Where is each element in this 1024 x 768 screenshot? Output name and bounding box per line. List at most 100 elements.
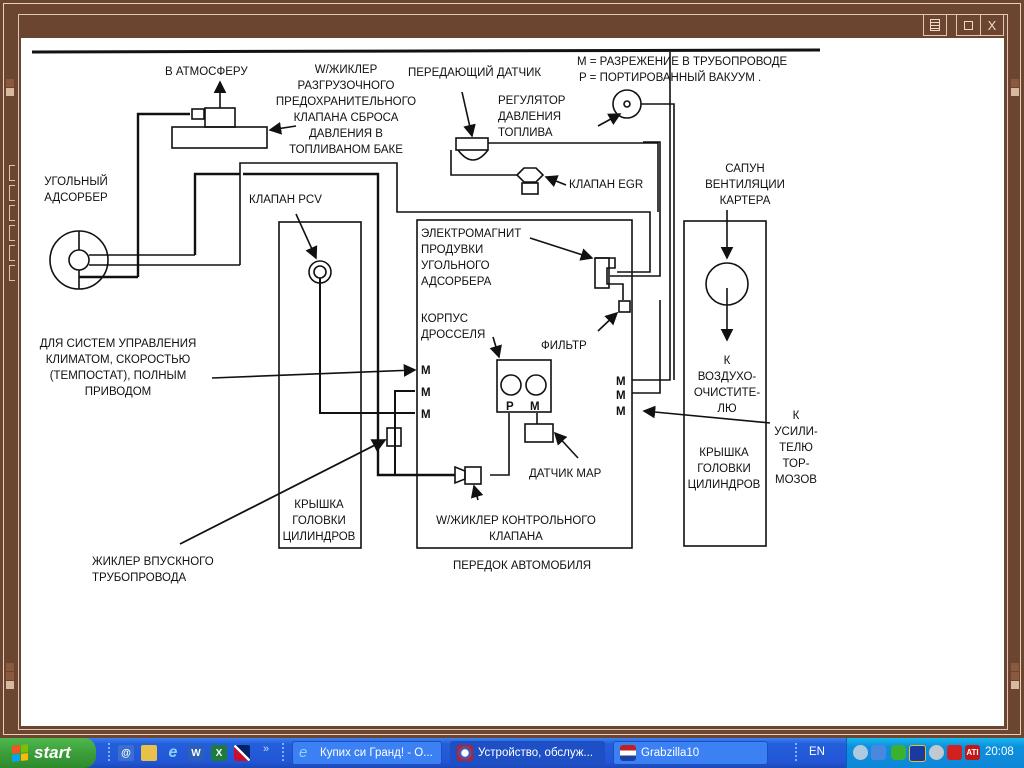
svg-text:ОЧИСТИТЕ-: ОЧИСТИТЕ- — [694, 387, 761, 399]
svg-text:W/ЖИКЛЕР КОНТРОЛЬНОГО: W/ЖИКЛЕР КОНТРОЛЬНОГО — [436, 515, 596, 527]
nvidia-icon[interactable] — [891, 745, 906, 760]
svg-text:САПУН: САПУН — [725, 163, 764, 175]
word-icon[interactable]: W — [188, 745, 204, 761]
security-icon[interactable] — [947, 745, 962, 760]
side-nav-button[interactable] — [9, 245, 15, 261]
throttle-body-label: КОРПУС ДРОССЕЛЯ — [421, 313, 485, 341]
toolbar-grip[interactable] — [108, 743, 110, 763]
side-marker — [6, 681, 14, 689]
svg-text:ЦИЛИНДРОВ: ЦИЛИНДРОВ — [688, 479, 761, 491]
side-nav-button[interactable] — [9, 225, 15, 241]
engine-front-box — [416, 219, 633, 549]
svg-text:ДРОССЕЛЯ: ДРОССЕЛЯ — [421, 329, 485, 341]
svg-text:ГОЛОВКИ: ГОЛОВКИ — [697, 463, 751, 475]
excel-icon[interactable]: X — [211, 745, 227, 761]
restore-icon — [964, 20, 973, 30]
network-x-icon[interactable] — [853, 745, 868, 760]
sender-icon — [455, 137, 489, 151]
display-icon[interactable] — [909, 745, 926, 762]
start-label: start — [34, 743, 71, 762]
start-button[interactable]: start — [0, 738, 96, 768]
toolbar-grip[interactable] — [795, 743, 797, 763]
restore-button[interactable] — [956, 14, 981, 36]
svg-text:КРЫШКА: КРЫШКА — [699, 447, 749, 459]
to-brake-booster-label: К УСИЛИ- ТЕЛЮ ТОР- МОЗОВ — [774, 410, 818, 486]
svg-text:ПРИВОДОМ: ПРИВОДОМ — [85, 386, 152, 398]
close-icon: X — [987, 17, 997, 33]
svg-text:ТРУБОПРОВОДА: ТРУБОПРОВОДА — [92, 572, 187, 584]
sync-icon[interactable] — [929, 745, 944, 760]
side-marker — [1011, 663, 1019, 671]
outlook-express-icon[interactable]: @ — [118, 745, 134, 761]
svg-text:КЛАПАНА: КЛАПАНА — [489, 531, 543, 543]
filter-label: ФИЛЬТР — [541, 340, 587, 352]
print-icon — [930, 19, 940, 31]
internet-explorer-icon[interactable]: e — [168, 744, 178, 761]
side-marker — [1011, 681, 1019, 689]
svg-text:РЕГУЛЯТОР: РЕГУЛЯТОР — [498, 95, 566, 107]
print-button[interactable] — [923, 14, 947, 36]
toolbar-grip[interactable] — [282, 743, 284, 763]
svg-text:ТОПЛИВА: ТОПЛИВА — [498, 127, 553, 139]
side-nav-button[interactable] — [9, 265, 15, 281]
side-nav-button[interactable] — [9, 185, 15, 201]
map-sensor-label: ДАТЧИК МАР — [529, 468, 602, 480]
side-marker — [1011, 88, 1019, 96]
side-marker — [6, 663, 14, 671]
filter-icon — [618, 300, 631, 313]
side-marker — [6, 88, 14, 96]
close-button[interactable]: X — [980, 14, 1004, 36]
check-valve-icon — [454, 465, 466, 485]
ati-icon[interactable]: ATI — [965, 745, 980, 760]
vehicle-front-label: ПЕРЕДОК АВТОМОБИЛЯ — [453, 560, 591, 572]
svg-text:M: M — [616, 390, 626, 402]
svg-text:ТОПЛИВАНОМ БАКЕ: ТОПЛИВАНОМ БАКЕ — [289, 144, 403, 156]
quick-launch-chevron[interactable]: » — [263, 743, 270, 755]
svg-text:К: К — [793, 410, 800, 422]
taskbar: start @ e W X » e Купих си Гранд! - О...… — [0, 738, 1024, 768]
right-cylinder-head-box — [683, 220, 767, 547]
svg-text:АДСОРБЕР: АДСОРБЕР — [44, 192, 108, 204]
task-button-grabzilla[interactable]: Grabzilla10 — [613, 741, 768, 765]
viewer-window: X — [3, 3, 1021, 735]
side-nav-button[interactable] — [9, 165, 15, 181]
svg-text:КЛИМАТОМ, СКОРОСТЬЮ: КЛИМАТОМ, СКОРОСТЬЮ — [46, 354, 191, 366]
intake-jet-label: ЖИКЛЕР ВПУСКНОГО ТРУБОПРОВОДА — [92, 556, 214, 584]
pcv-valve-label: КЛАПАН PCV — [249, 194, 322, 206]
svg-text:(ТЕМПОСТАТ), ПОЛНЫМ: (ТЕМПОСТАТ), ПОЛНЫМ — [50, 370, 187, 382]
side-marker — [1011, 79, 1019, 87]
language-uk-icon[interactable] — [234, 745, 250, 761]
egr-valve-icon — [515, 167, 545, 183]
relief-jet-label: W/ЖИКЛЕР РАЗГРУЗОЧНОГО ПРЕДОХРАНИТЕЛЬНОГ… — [276, 64, 416, 156]
legend-p: P = ПОРТИРОВАННЫЙ ВАКУУМ . — [579, 71, 761, 84]
svg-text:ЛЮ: ЛЮ — [717, 403, 737, 415]
clock[interactable]: 20:08 — [985, 746, 1014, 758]
svg-text:M: M — [421, 409, 431, 421]
svg-text:ТОР-: ТОР- — [783, 458, 810, 470]
network-computers-icon[interactable] — [871, 745, 886, 760]
fuel-regulator-label: РЕГУЛЯТОР ДАВЛЕНИЯ ТОПЛИВА — [498, 95, 566, 139]
relief-valve-body — [171, 126, 268, 149]
left-cylinder-head-box — [278, 221, 362, 549]
svg-text:УСИЛИ-: УСИЛИ- — [774, 426, 818, 438]
task-button-viewer[interactable]: Устройство, обслуж... — [450, 741, 605, 765]
left-cylinder-head-label: КРЫШКА ГОЛОВКИ ЦИЛИНДРОВ — [283, 499, 356, 543]
svg-text:РАЗГРУЗОЧНОГО: РАЗГРУЗОЧНОГО — [297, 80, 394, 92]
language-indicator[interactable]: EN — [809, 746, 825, 758]
task-button-browser[interactable]: e Купих си Гранд! - О... — [292, 741, 442, 765]
vacuum-diagram: M = РАЗРЕЖЕНИЕ В ТРУБОПРОВОДЕ P = ПОРТИР… — [31, 48, 821, 584]
intake-jet-icon — [386, 427, 402, 447]
explorer-folder-icon[interactable] — [141, 745, 157, 761]
throttle-body-icon — [496, 359, 552, 413]
svg-text:УГОЛЬНОГО: УГОЛЬНОГО — [421, 260, 490, 272]
document-page: M = РАЗРЕЖЕНИЕ В ТРУБОПРОВОДЕ P = ПОРТИР… — [21, 38, 1004, 726]
svg-text:M: M — [421, 365, 431, 377]
viewer-app-icon — [457, 745, 473, 761]
right-cylinder-head-label: КРЫШКА ГОЛОВКИ ЦИЛИНДРОВ — [688, 447, 761, 491]
svg-text:ВЕНТИЛЯЦИИ: ВЕНТИЛЯЦИИ — [705, 179, 785, 191]
svg-text:ТЕЛЮ: ТЕЛЮ — [779, 442, 813, 454]
to-air-cleaner-label: К ВОЗДУХО- ОЧИСТИТЕ- ЛЮ — [694, 355, 761, 415]
svg-text:КРЫШКА: КРЫШКА — [294, 499, 344, 511]
atmosphere-label: В АТМОСФЕРУ — [165, 66, 248, 78]
side-nav-button[interactable] — [9, 205, 15, 221]
